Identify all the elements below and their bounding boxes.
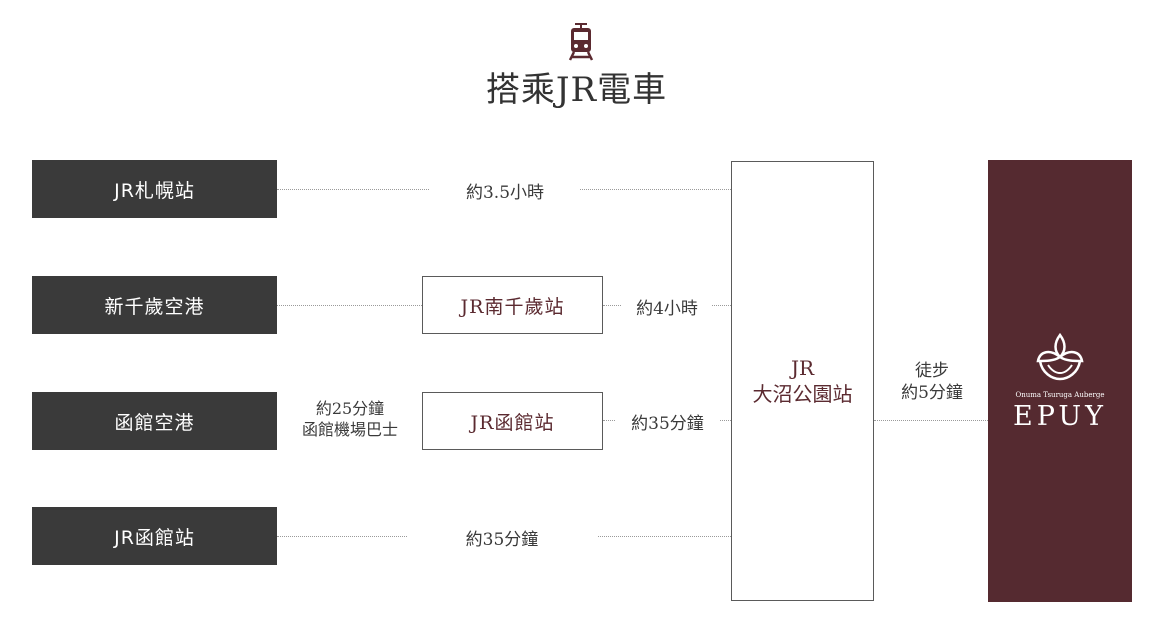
airport-bus-name: 函館機場巴士 — [301, 420, 398, 439]
duration-sapporo: 約3.5小時 — [430, 178, 580, 203]
destination-onuma-koen: JR 大沼公園站 — [731, 161, 874, 601]
walk-time: 約5分鐘 — [901, 383, 963, 403]
hub-hakodate: JR函館站 — [422, 392, 603, 450]
destination-line1: JR — [790, 356, 815, 380]
train-icon — [568, 23, 594, 61]
origin-jr-hakodate: JR函館站 — [32, 507, 277, 565]
origin-jr-sapporo: JR札幌站 — [32, 160, 277, 218]
connector-chitose-hub — [277, 305, 422, 306]
hotel-name: EPUY — [1013, 400, 1107, 432]
destination-line2: 大沼公園站 — [752, 382, 853, 406]
duration-jr-hakodate: 約35分鐘 — [407, 525, 597, 550]
duration-minami-chitose: 約4小時 — [622, 294, 712, 319]
airport-bus-time: 約25分鐘 — [315, 399, 385, 418]
hotel-panel: Onuma Tsuruga Auberge EPUY — [988, 160, 1132, 602]
duration-hakodate-hub: 約35分鐘 — [615, 409, 720, 434]
walk-label: 徒步 — [915, 361, 949, 381]
connector-dest-hotel — [874, 420, 988, 421]
duration-walk: 徒步 約5分鐘 — [887, 360, 977, 404]
duration-airport-bus: 約25分鐘 函館機場巴士 — [281, 398, 419, 440]
hub-minami-chitose: JR南千歲站 — [422, 276, 603, 334]
origin-new-chitose: 新千歲空港 — [32, 276, 277, 334]
flower-logo-icon — [1036, 332, 1084, 380]
origin-hakodate-airport: 函館空港 — [32, 392, 277, 450]
hotel-subtitle: Onuma Tsuruga Auberge — [1015, 390, 1105, 399]
page-title: 搭乘JR電車 — [485, 70, 668, 110]
